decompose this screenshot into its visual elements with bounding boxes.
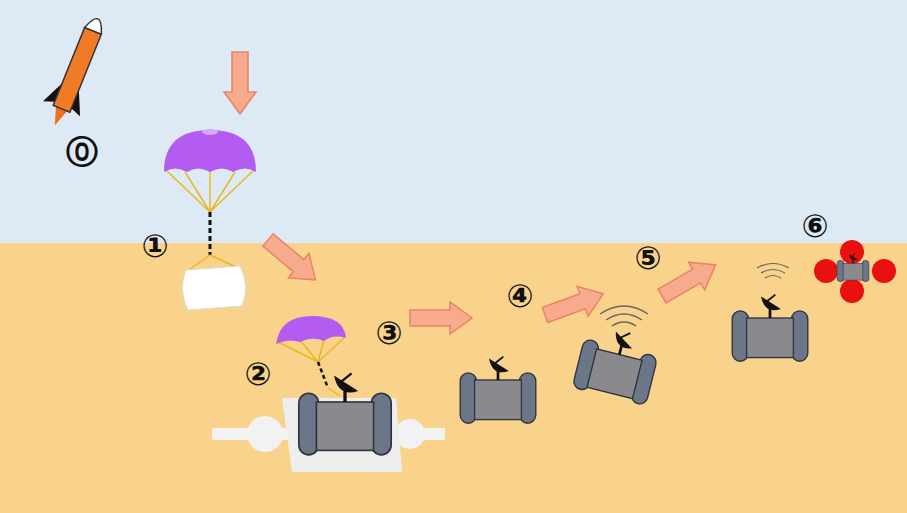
callout-number: ② bbox=[244, 358, 271, 390]
callout-number: ① bbox=[141, 230, 168, 262]
callout-number: ⑥ bbox=[801, 210, 828, 242]
flow-arrow bbox=[258, 228, 326, 292]
rover bbox=[572, 323, 661, 406]
flow-arrow bbox=[654, 251, 724, 310]
flow-arrow bbox=[410, 302, 472, 334]
small-parachute bbox=[276, 316, 346, 396]
callout-number: ⑤ bbox=[634, 242, 661, 274]
callout-number: ③ bbox=[375, 317, 402, 349]
rocket bbox=[36, 11, 116, 133]
flow-arrow bbox=[540, 279, 609, 330]
signal-waves bbox=[757, 264, 789, 279]
drone bbox=[814, 240, 896, 303]
rover bbox=[299, 373, 391, 454]
sky bbox=[0, 0, 907, 243]
parachute-descent bbox=[164, 129, 256, 310]
ground bbox=[0, 243, 907, 513]
callout-number: ④ bbox=[506, 280, 533, 312]
rover bbox=[732, 295, 808, 362]
flow-arrow bbox=[224, 52, 256, 114]
callout-number: ⓪ bbox=[66, 136, 98, 168]
rover bbox=[460, 357, 536, 424]
signal-waves bbox=[600, 306, 648, 326]
